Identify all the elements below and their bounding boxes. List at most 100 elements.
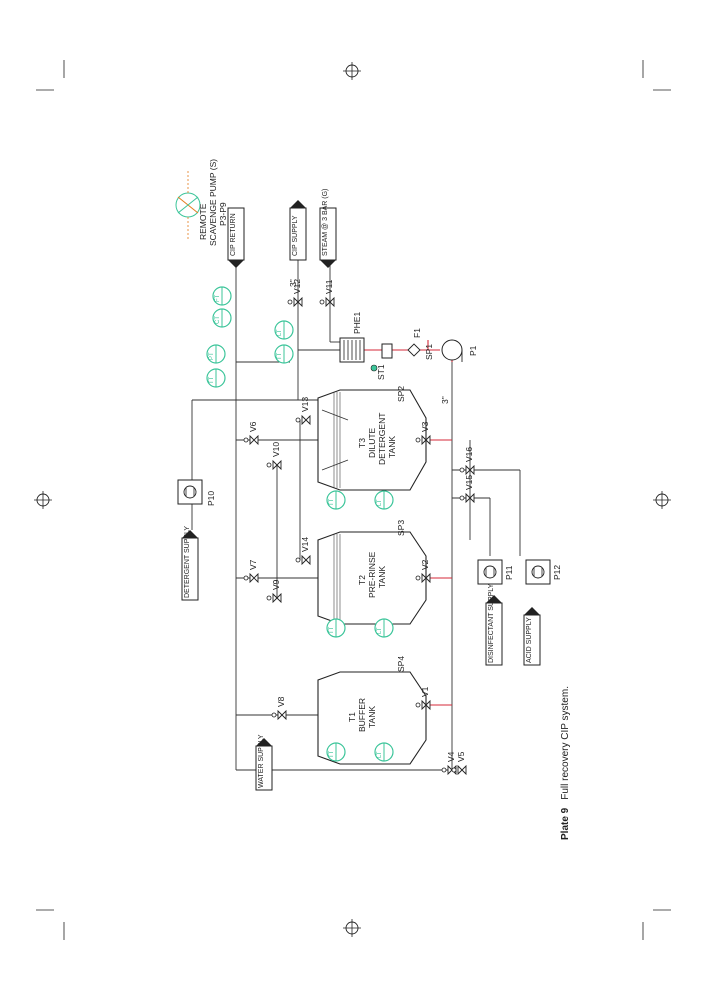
sample-point-sp3: SP3 [396, 520, 406, 536]
registration-mark-bottom [343, 919, 361, 937]
svg-text:STEAM @ 3 BAR (G): STEAM @ 3 BAR (G) [322, 189, 329, 256]
instrument-tag: PT [209, 352, 215, 360]
valve-label: V8 [276, 696, 286, 707]
tank-t1: T1 BUFFER TANK [317, 671, 427, 765]
svg-text:DISINFECTANT SUPPLY: DISINFECTANT SUPPLY [488, 583, 495, 663]
valve-label: V16 [464, 447, 474, 462]
registration-mark-right [653, 491, 671, 509]
svg-text:P12: P12 [552, 565, 562, 580]
instrument-tag: TT [329, 498, 335, 506]
valve-label: V3 [420, 421, 430, 432]
tank-t2: T2 PRE-RINSE TANK [317, 531, 427, 625]
valve-label: V2 [420, 559, 430, 570]
svg-text:P11: P11 [504, 565, 514, 580]
valve-v15: V15 [459, 475, 475, 504]
instrument-tt: TT [274, 344, 294, 364]
svg-text:T1: T1 [347, 712, 357, 722]
svg-text:CIP SUPPLY: CIP SUPPLY [292, 215, 299, 256]
svg-text:TANK: TANK [387, 436, 397, 458]
valve-label: V1 [420, 686, 430, 697]
svg-text:REMOTE: REMOTE [198, 203, 208, 240]
valve-label: V9 [271, 579, 281, 590]
filter-f1: F1 [407, 328, 422, 357]
caption-text: Full recovery CIP system. [560, 686, 571, 800]
pump-p10: P10 [177, 479, 216, 506]
registration-mark-left [34, 491, 52, 509]
steam-tag: STEAM @ 3 BAR (G) [319, 189, 337, 268]
svg-text:P3-P9: P3-P9 [218, 202, 228, 226]
svg-text:CIP RETURN: CIP RETURN [230, 213, 237, 256]
svg-text:P1: P1 [468, 345, 478, 356]
cip-supply-tag: CIP SUPPLY [289, 200, 307, 261]
steam-trap-st1: ST1 [370, 343, 393, 380]
instrument-tag: TT [277, 352, 283, 360]
pump-p12: P12 [525, 559, 562, 585]
valve-v3: V3 [415, 421, 431, 446]
svg-text:DILUTE: DILUTE [367, 427, 377, 458]
instrument-ft: FT [212, 286, 232, 306]
figure-caption: Plate 9 Full recovery CIP system. [560, 686, 571, 840]
instrument-tag: LT [377, 751, 383, 758]
instrument-ct: CT [212, 308, 232, 328]
valve-v10: V10 [266, 442, 282, 471]
valve-v8: V8 [271, 696, 287, 721]
svg-text:T3: T3 [357, 438, 367, 448]
valve-label: V11 [324, 279, 334, 294]
pipe-size-label: 3" [288, 279, 298, 287]
instrument-lt: LT [374, 742, 394, 762]
instrument-tag: TT [329, 626, 335, 634]
pipe-size-label: 3" [440, 396, 450, 404]
cip-return-tag: CIP RETURN [227, 207, 245, 268]
crop-marks [36, 60, 671, 940]
registration-mark-top [343, 62, 361, 80]
svg-text:TANK: TANK [367, 706, 377, 728]
svg-text:F1: F1 [412, 328, 422, 338]
valve-v12: V12 [287, 279, 303, 308]
heat-exchanger-phe1: PHE1 [339, 312, 365, 363]
svg-text:WATER SUPPLY: WATER SUPPLY [258, 734, 265, 788]
svg-text:DETERGENT: DETERGENT [377, 413, 387, 465]
valve-label: V7 [248, 559, 258, 570]
svg-text:DETERGENT SUPPLY: DETERGENT SUPPLY [184, 526, 191, 598]
instrument-tt: TT [326, 618, 346, 638]
instrument-tag: CT [215, 316, 221, 324]
svg-text:PHE1: PHE1 [352, 312, 362, 334]
svg-text:ST1: ST1 [376, 364, 386, 380]
sample-point-sp2: SP2 [396, 386, 406, 402]
valve-v5: V5 [451, 751, 467, 776]
valve-label: V13 [300, 397, 310, 412]
valve-label: V14 [300, 537, 310, 552]
sample-point-sp1: SP1 [424, 344, 434, 360]
valve-label: V4 [446, 751, 456, 762]
instrument-tt: TT [326, 742, 346, 762]
svg-text:P10: P10 [206, 491, 216, 506]
instrument-lt: LT [274, 320, 294, 340]
pump-p1: P1 [441, 339, 478, 362]
valve-v13: V13 [295, 397, 311, 426]
svg-text:T2: T2 [357, 575, 367, 585]
svg-text:PRE-RINSE: PRE-RINSE [367, 551, 377, 598]
sample-points: SP1 SP2 SP3 SP4 [396, 344, 434, 672]
instrument-tag: TT [329, 750, 335, 758]
valve-v2: V2 [415, 559, 431, 584]
instrument-lt: LT [374, 618, 394, 638]
sample-point-sp4: SP4 [396, 656, 406, 672]
valve-label: V6 [248, 421, 258, 432]
valve-v14: V14 [295, 537, 311, 566]
svg-text:TANK: TANK [377, 566, 387, 588]
valve-v9: V9 [266, 579, 282, 604]
valve-label: V10 [271, 442, 281, 457]
water-supply-tag: WATER SUPPLY [255, 734, 273, 791]
pump-p11: P11 [477, 559, 514, 585]
tank-t3: T3 DILUTE DETERGENT TANK [317, 389, 427, 491]
instrument-tag: TT [209, 376, 215, 384]
valve-v11: V11 [319, 279, 335, 308]
plate-number: Plate 9 [560, 807, 571, 840]
svg-text:ACID SUPPLY: ACID SUPPLY [526, 617, 533, 663]
valve-v7: V7 [243, 559, 259, 584]
valve-v6: V6 [243, 421, 259, 446]
valve-label: V15 [464, 475, 474, 490]
valve-label: V12 [292, 279, 302, 294]
